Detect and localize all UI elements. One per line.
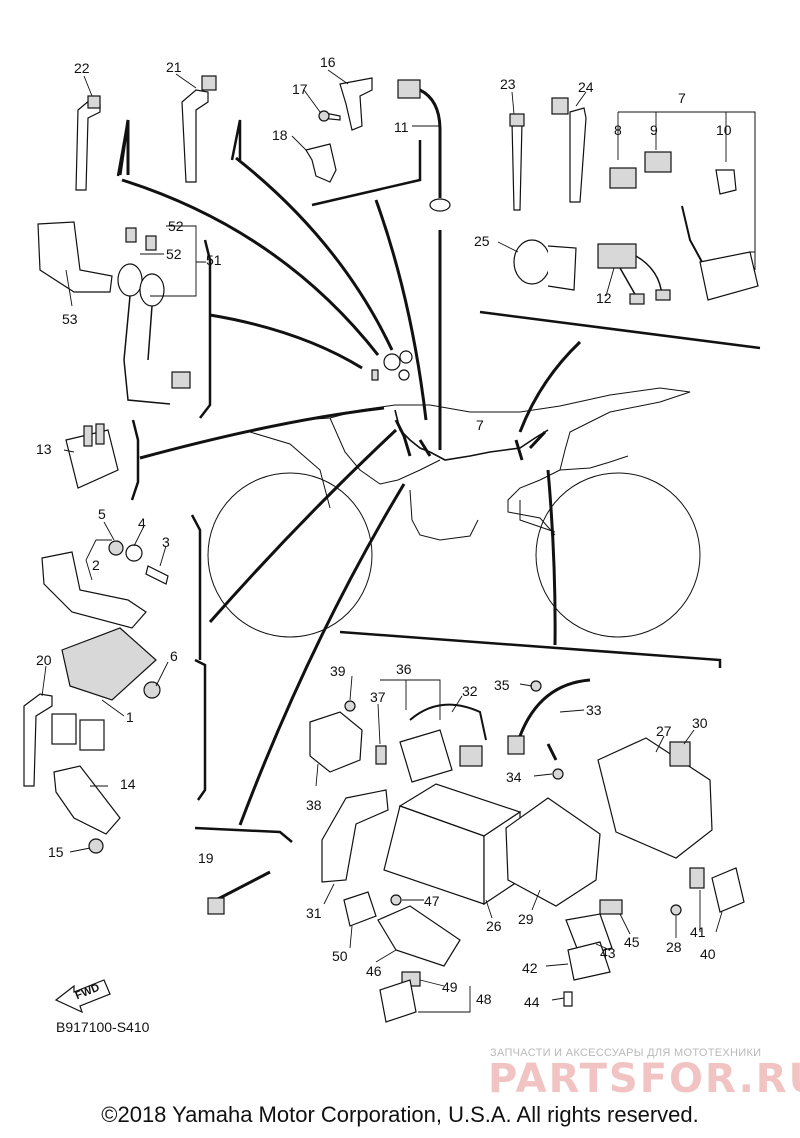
callout-numbers: 22 21 16 17 18 11 23 24 7 8 9 10 25 12 5… [36, 54, 732, 1010]
callout-35: 35 [494, 677, 510, 693]
part-drawings [23, 75, 759, 1023]
callout-28: 28 [666, 939, 682, 955]
callout-29: 29 [518, 911, 534, 927]
callout-33: 33 [586, 702, 602, 718]
callout-17: 17 [292, 81, 308, 97]
leader-lines [121, 156, 582, 826]
callout-39: 39 [330, 663, 346, 679]
callout-34: 34 [506, 769, 522, 785]
callout-47: 47 [424, 893, 440, 909]
callout-51: 51 [206, 252, 222, 268]
callout-11: 11 [394, 119, 409, 135]
callout-4: 4 [138, 515, 146, 531]
callout-30: 30 [692, 715, 708, 731]
callout-5: 5 [98, 506, 106, 522]
callout-23: 23 [500, 76, 516, 92]
callout-46: 46 [366, 963, 382, 979]
callout-13: 13 [36, 441, 52, 457]
callout-24: 24 [578, 79, 594, 95]
callout-32: 32 [462, 683, 478, 699]
callout-3: 3 [162, 534, 170, 550]
callout-leaders [41, 69, 756, 1013]
callout-27: 27 [656, 723, 672, 739]
callout-40: 40 [700, 946, 716, 962]
callout-2: 2 [92, 557, 100, 573]
callout-16: 16 [320, 54, 336, 70]
callout-43: 43 [600, 945, 616, 961]
callout-38: 38 [306, 797, 322, 813]
callout-21: 21 [166, 59, 182, 75]
callout-15: 15 [48, 844, 64, 860]
copyright-notice: ©2018 Yamaha Motor Corporation, U.S.A. A… [101, 1102, 699, 1127]
callout-18: 18 [272, 127, 288, 143]
callout-52-b: 52 [166, 246, 182, 262]
callout-37: 37 [370, 689, 386, 705]
diagram-code: B917100-S410 [56, 1019, 150, 1035]
callout-6: 6 [170, 648, 178, 664]
callout-1: 1 [126, 709, 134, 725]
callout-45: 45 [624, 934, 640, 950]
callout-49: 49 [442, 979, 458, 995]
callout-50: 50 [332, 948, 348, 964]
callout-48: 48 [476, 991, 492, 1007]
watermark: ЗАПЧАСТИ И АКСЕССУАРЫ ДЛЯ МОТОТЕХНИКИ PA… [488, 1047, 800, 1102]
callout-26: 26 [486, 918, 502, 934]
callout-8: 8 [614, 122, 622, 138]
watermark-brand: PARTSFOR.RU [488, 1056, 800, 1102]
callout-25: 25 [474, 233, 490, 249]
callout-7-bike: 7 [476, 417, 484, 433]
callout-9: 9 [650, 122, 658, 138]
callout-53: 53 [62, 311, 78, 327]
callout-41: 41 [690, 924, 706, 940]
callout-31: 31 [306, 905, 322, 921]
callout-7-top: 7 [678, 90, 686, 106]
callout-52-a: 52 [168, 218, 184, 234]
callout-14: 14 [120, 776, 136, 792]
watermark-subtitle: ЗАПЧАСТИ И АКСЕССУАРЫ ДЛЯ МОТОТЕХНИКИ [490, 1047, 761, 1059]
callout-22: 22 [74, 60, 90, 76]
callout-44: 44 [524, 994, 540, 1010]
fwd-arrow-icon: FWD [54, 979, 111, 1014]
callout-20: 20 [36, 652, 52, 668]
callout-10: 10 [716, 122, 732, 138]
motorcycle-outline [207, 350, 701, 638]
callout-36: 36 [396, 661, 412, 677]
callout-19: 19 [198, 850, 214, 866]
callout-42: 42 [522, 960, 538, 976]
callout-12: 12 [596, 290, 612, 306]
